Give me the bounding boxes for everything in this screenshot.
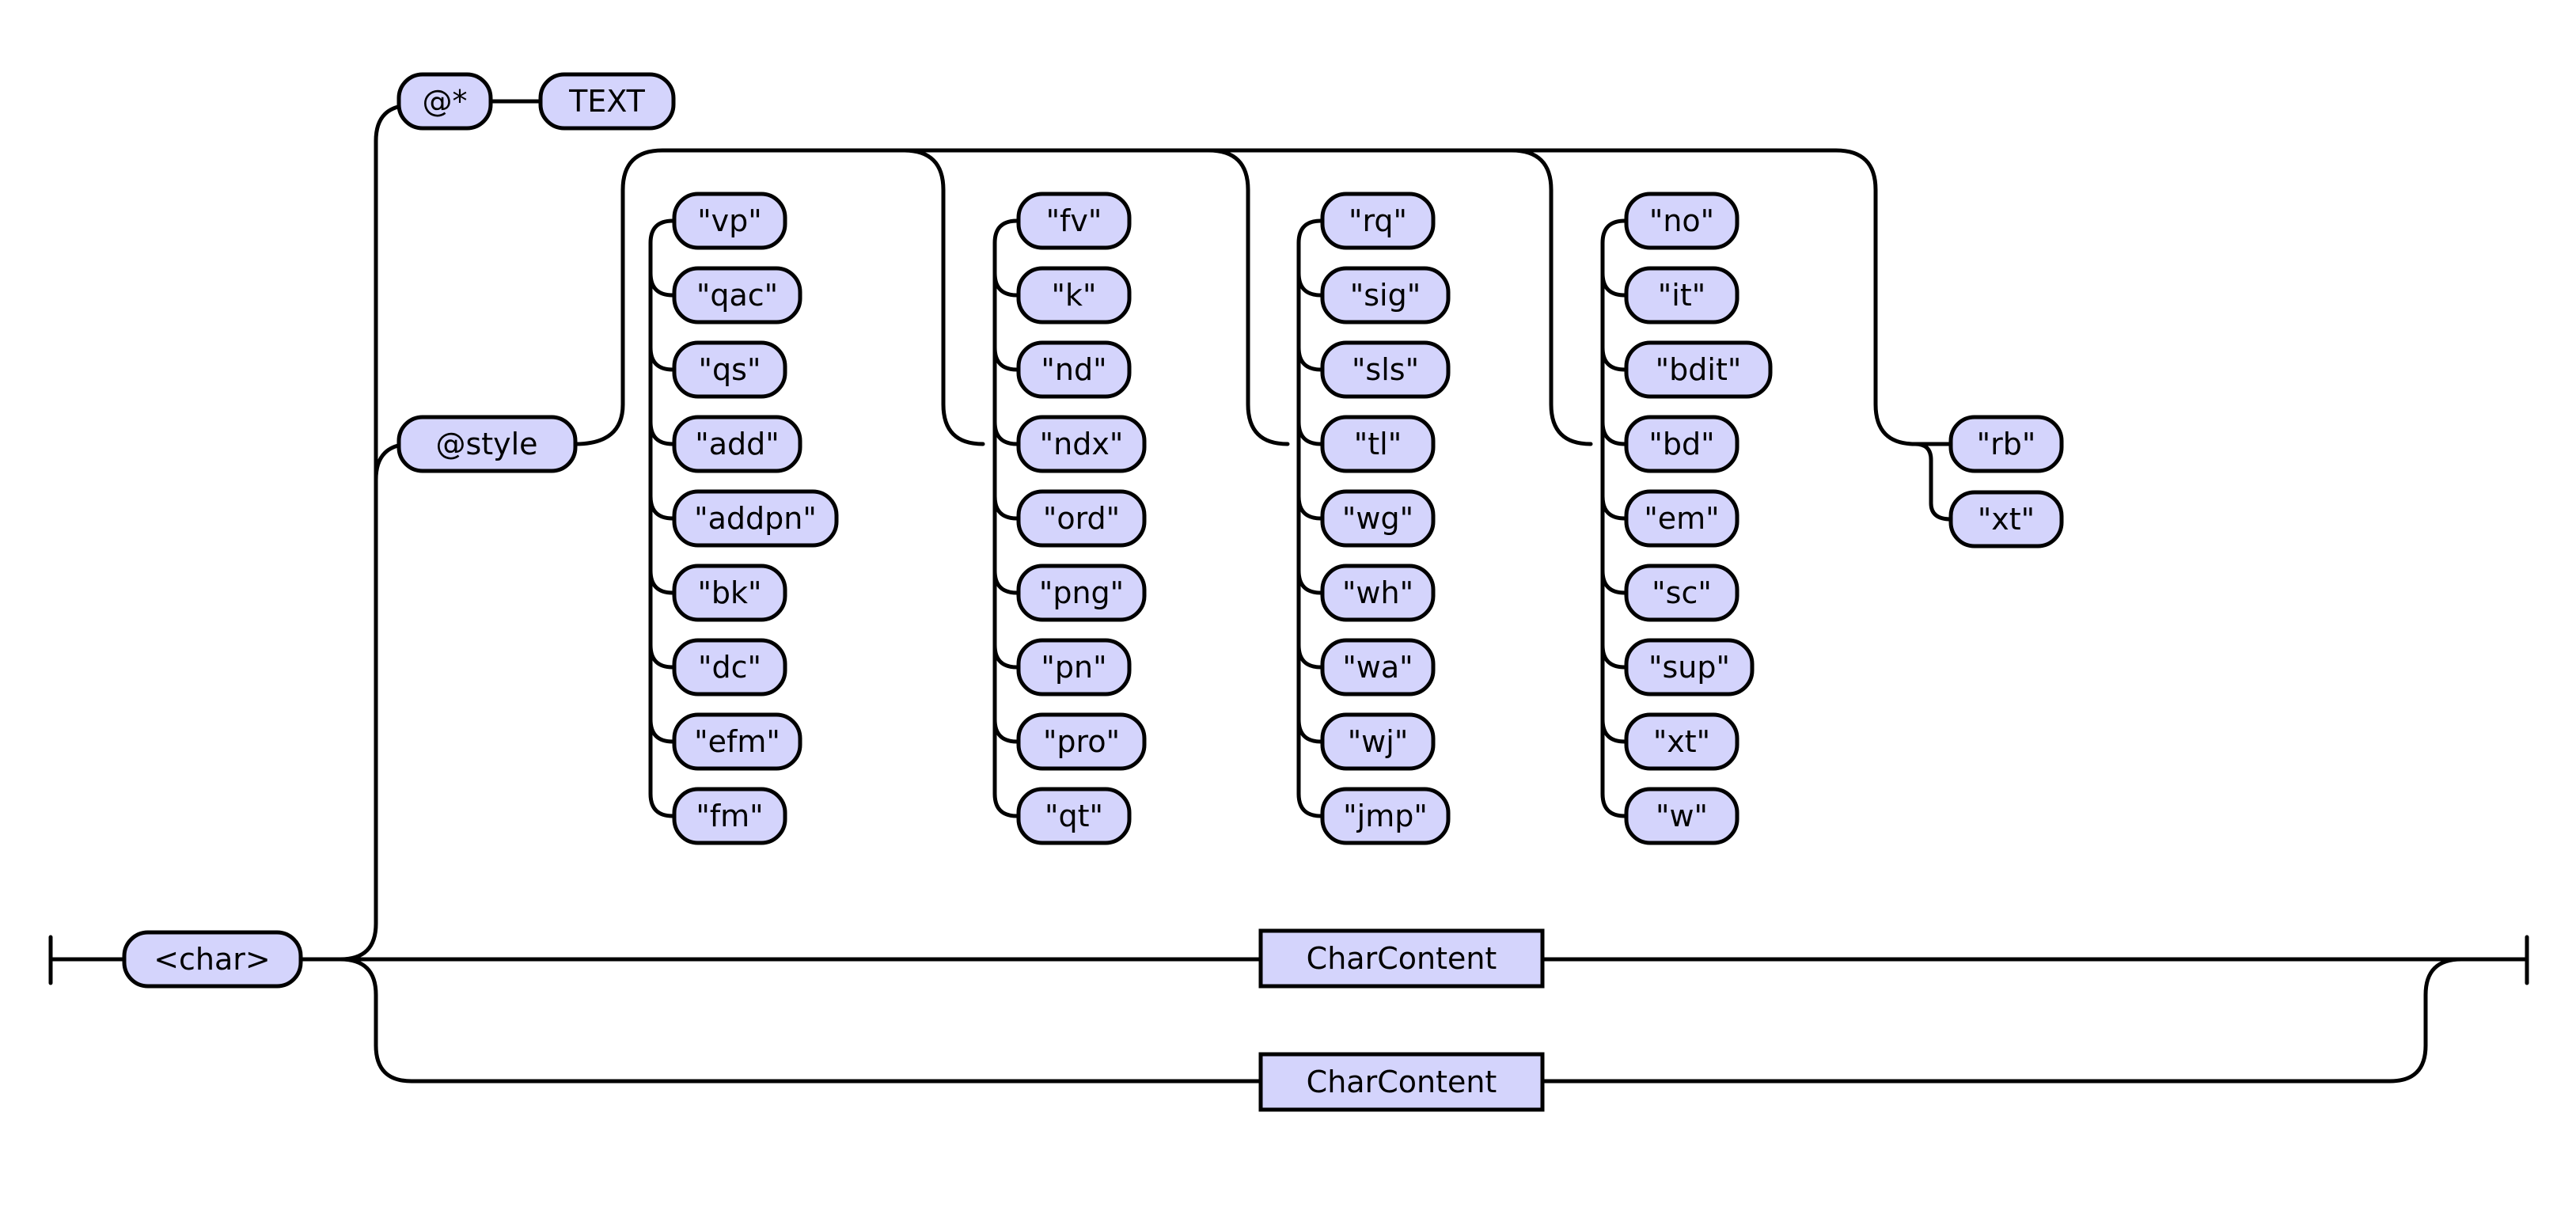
style-value-add: "add" [648,415,802,473]
choice-rail [992,218,1021,446]
svg-text:"bk": "bk" [697,575,761,610]
style-value-sls: "sls" [1296,340,1451,399]
svg-text:"xt": "xt" [1978,502,2035,537]
style-value-k: "k" [992,266,1132,325]
svg-text:"qs": "qs" [699,352,761,387]
svg-text:"rq": "rq" [1349,203,1407,238]
svg-text:"png": "png" [1039,575,1124,610]
svg-text:"pn": "pn" [1041,650,1106,685]
svg-text:"xt": "xt" [1653,724,1710,759]
style-value-qt: "qt" [1016,787,1132,845]
svg-text:"sig": "sig" [1350,278,1421,313]
style-value-sig: "sig" [1296,266,1451,325]
style-value-dc: "dc" [648,638,787,696]
style-value-wa: "wa" [1296,638,1436,696]
style-value-sup: "sup" [1600,638,1755,696]
choice-rail [1600,218,1629,446]
style-value-it: "it" [1600,266,1739,325]
svg-text:"addpn": "addpn" [694,501,817,536]
style-value-qac: "qac" [648,266,802,325]
svg-text:"wg": "wg" [1342,501,1413,536]
style-value-addpn: "addpn" [648,489,839,548]
style-value-bk: "bk" [648,564,787,622]
style-value-ord: "ord" [992,489,1147,548]
style-value-bdit: "bdit" [1600,340,1773,399]
style-value-jmp: "jmp" [1320,787,1451,845]
attr-style: @style [396,415,578,473]
connector-lines [48,99,2529,1084]
svg-text:<char>: <char> [154,942,271,977]
rule-start: <char> [122,930,303,989]
svg-text:"no": "no" [1649,203,1714,238]
svg-text:TEXT: TEXT [568,84,646,119]
svg-text:@*: @* [423,84,468,119]
style-value-w: "w" [1624,787,1739,845]
style-value-wh: "wh" [1296,564,1436,622]
choice-rail [1600,442,1629,818]
svg-text:"w": "w" [1656,799,1708,833]
style-value-ndx: "ndx" [992,415,1147,473]
svg-text:"tl": "tl" [1354,427,1402,461]
svg-text:"wa": "wa" [1342,650,1413,685]
svg-text:"nd": "nd" [1041,352,1106,387]
content-main: CharContent [1258,928,1545,989]
style-value-no: "no" [1624,192,1739,250]
svg-text:"ndx": "ndx" [1040,427,1124,461]
style-value-sc: "sc" [1600,564,1739,622]
svg-text:"it": "it" [1658,278,1705,313]
style-value-png: "png" [992,564,1147,622]
style-value-wg: "wg" [1296,489,1436,548]
svg-text:"vp": "vp" [697,203,762,238]
style-value-rb: "rb" [1948,415,2064,473]
style-value-efm: "efm" [648,712,802,771]
choice-rail [992,442,1021,818]
svg-text:"sls": "sls" [1352,352,1419,387]
choice-rail [648,218,677,446]
choice-rail [1296,218,1325,446]
choice-rail [648,442,677,818]
svg-text:@style: @style [435,427,537,461]
style-value-xt: "xt" [1600,712,1739,771]
style-value-fm: "fm" [672,787,787,845]
svg-text:"fm": "fm" [696,799,763,833]
svg-text:"fv": "fv" [1046,203,1102,238]
style-value-pro: "pro" [992,712,1147,771]
svg-text:"k": "k" [1052,278,1097,313]
style-value-bd: "bd" [1600,415,1739,473]
style-value-qs: "qs" [648,340,787,399]
svg-text:"qt": "qt" [1045,799,1103,833]
style-value-xt: "xt" [1948,490,2064,548]
svg-text:"bdit": "bdit" [1656,352,1742,387]
style-value-em: "em" [1600,489,1739,548]
svg-text:"ord": "ord" [1043,501,1120,536]
svg-text:"wh": "wh" [1342,575,1413,610]
svg-text:"wj": "wj" [1348,724,1409,759]
style-value-wj: "wj" [1296,712,1436,771]
svg-text:"sc": "sc" [1652,575,1712,610]
style-value-rq: "rq" [1320,192,1436,250]
svg-text:"jmp": "jmp" [1343,799,1428,833]
svg-text:CharContent: CharContent [1307,1065,1497,1099]
svg-text:"rb": "rb" [1977,427,2036,461]
choice-rail [1296,442,1325,818]
svg-text:"bd": "bd" [1648,427,1714,461]
svg-text:"pro": "pro" [1043,724,1120,759]
attr-any-value: TEXT [538,72,676,131]
style-value-fv: "fv" [1016,192,1132,250]
svg-text:"sup": "sup" [1648,650,1730,685]
style-value-nd: "nd" [992,340,1132,399]
svg-text:"qac": "qac" [696,278,778,313]
svg-text:CharContent: CharContent [1307,941,1497,976]
style-value-vp: "vp" [672,192,787,250]
style-value-choices: "vp" "qac" "qs" "add" "addpn" "bk" "dc" "efm" "f… [648,192,2064,845]
svg-text:"efm": "efm" [694,724,780,759]
style-value-tl: "tl" [1296,415,1436,473]
svg-text:"dc": "dc" [698,650,761,685]
content-alt: CharContent [1258,1052,1545,1112]
svg-text:"add": "add" [695,427,780,461]
svg-text:"em": "em" [1644,501,1719,536]
attr-any: @* [396,72,493,131]
style-value-pn: "pn" [992,638,1132,696]
